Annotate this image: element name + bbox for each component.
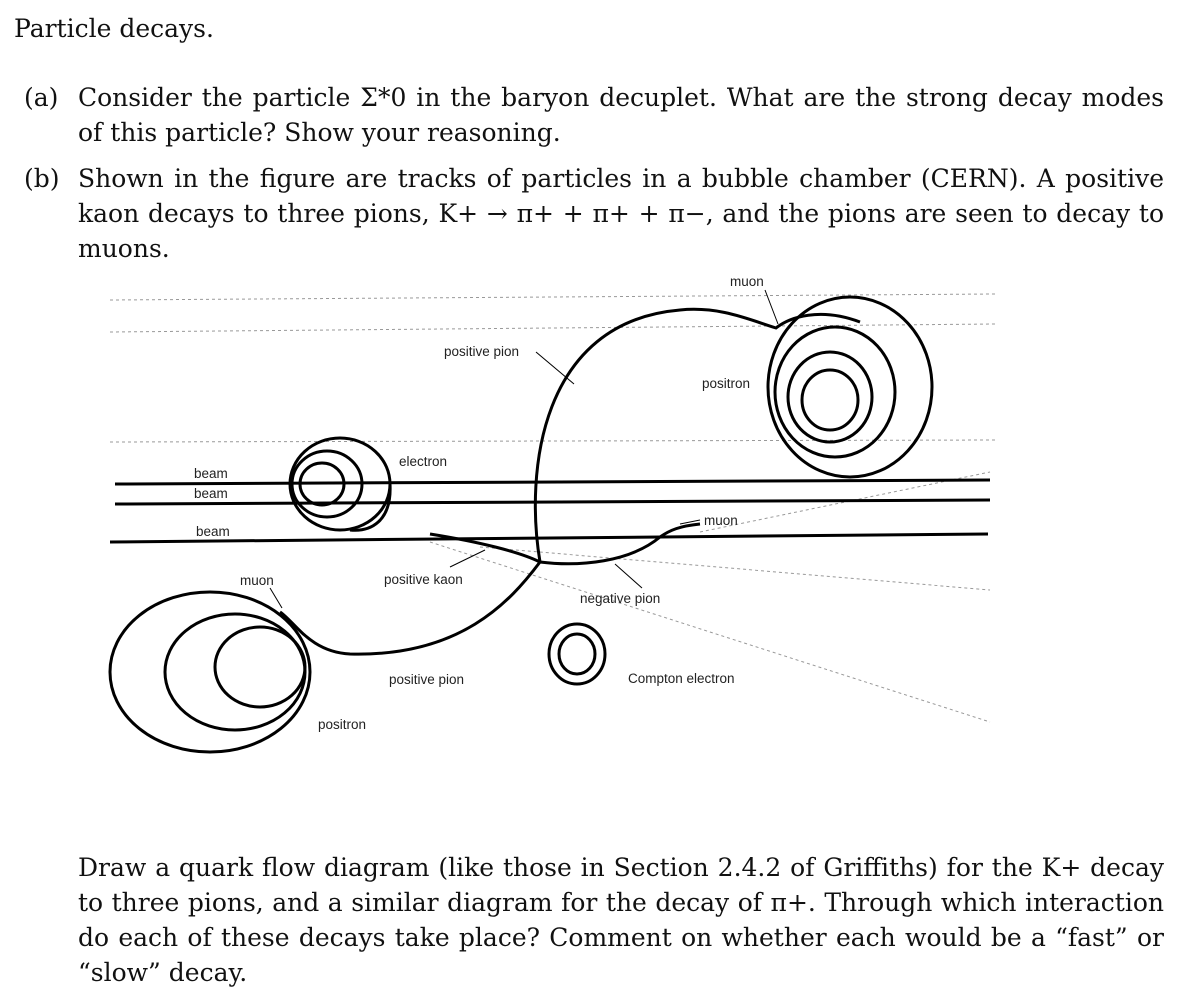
positron-left-spiral-outer xyxy=(108,590,312,754)
positron-spiral-2 xyxy=(773,325,897,459)
positive-pion-top-track xyxy=(533,307,861,563)
electron-tail xyxy=(349,483,392,532)
label-electron: electron xyxy=(399,454,447,469)
compton-spiral-inner xyxy=(557,632,597,676)
label-positron-left: positron xyxy=(318,717,366,732)
beam-tracks xyxy=(109,478,991,544)
part-a-label: (a) xyxy=(24,83,59,112)
label-positive-pion-top: positive pion xyxy=(444,344,519,359)
electron-spiral-mid xyxy=(290,449,364,519)
label-muon-left: muon xyxy=(240,573,274,588)
negative-pion-track xyxy=(539,522,701,566)
beam-track-2 xyxy=(114,498,991,506)
closing-paragraph: Draw a quark flow diagram (like those in… xyxy=(78,853,1164,987)
label-beam-3: beam xyxy=(196,524,230,539)
positive-pion-bottom-track xyxy=(279,561,542,656)
part-a: (a) Consider the particle Σ*0 in the bar… xyxy=(24,80,1164,150)
part-b-label: (b) xyxy=(24,164,60,193)
label-compton-electron: Compton electron xyxy=(628,671,735,686)
positive-kaon-track xyxy=(429,532,541,564)
electron-spiral-inner xyxy=(298,461,346,507)
label-pointers xyxy=(269,289,779,609)
positron-left-spiral-inner xyxy=(213,625,307,709)
section-heading: Particle decays. xyxy=(14,14,214,43)
label-beam-1: beam xyxy=(194,466,228,481)
label-positive-pion-bottom: positive pion xyxy=(389,672,464,687)
figure-labels: muon positive pion positron electron bea… xyxy=(194,274,764,732)
part-b: (b) Shown in the figure are tracks of pa… xyxy=(24,161,1164,266)
label-negative-pion: negative pion xyxy=(580,591,660,606)
part-a-text: Consider the particle Σ*0 in the baryon … xyxy=(78,83,1164,147)
label-beam-2: beam xyxy=(194,486,228,501)
label-positive-kaon: positive kaon xyxy=(384,572,463,587)
positron-spiral-inner xyxy=(800,368,860,432)
part-b-text: Shown in the figure are tracks of partic… xyxy=(78,164,1164,263)
label-muon-mid: muon xyxy=(704,513,738,528)
label-muon-top: muon xyxy=(730,274,764,289)
bubble-chamber-drawing: muon positive pion positron electron bea… xyxy=(108,274,996,754)
faint-tracks xyxy=(109,293,996,723)
compton-spiral-outer xyxy=(547,622,607,686)
positron-spiral-outer xyxy=(766,295,934,479)
beam-track-3 xyxy=(109,532,989,544)
bubble-chamber-figure: muon positive pion positron electron bea… xyxy=(100,262,1000,832)
positron-spiral-3 xyxy=(786,350,874,444)
label-positron-right: positron xyxy=(702,376,750,391)
beam-track-1 xyxy=(114,478,991,486)
particle-tracks xyxy=(108,295,934,754)
